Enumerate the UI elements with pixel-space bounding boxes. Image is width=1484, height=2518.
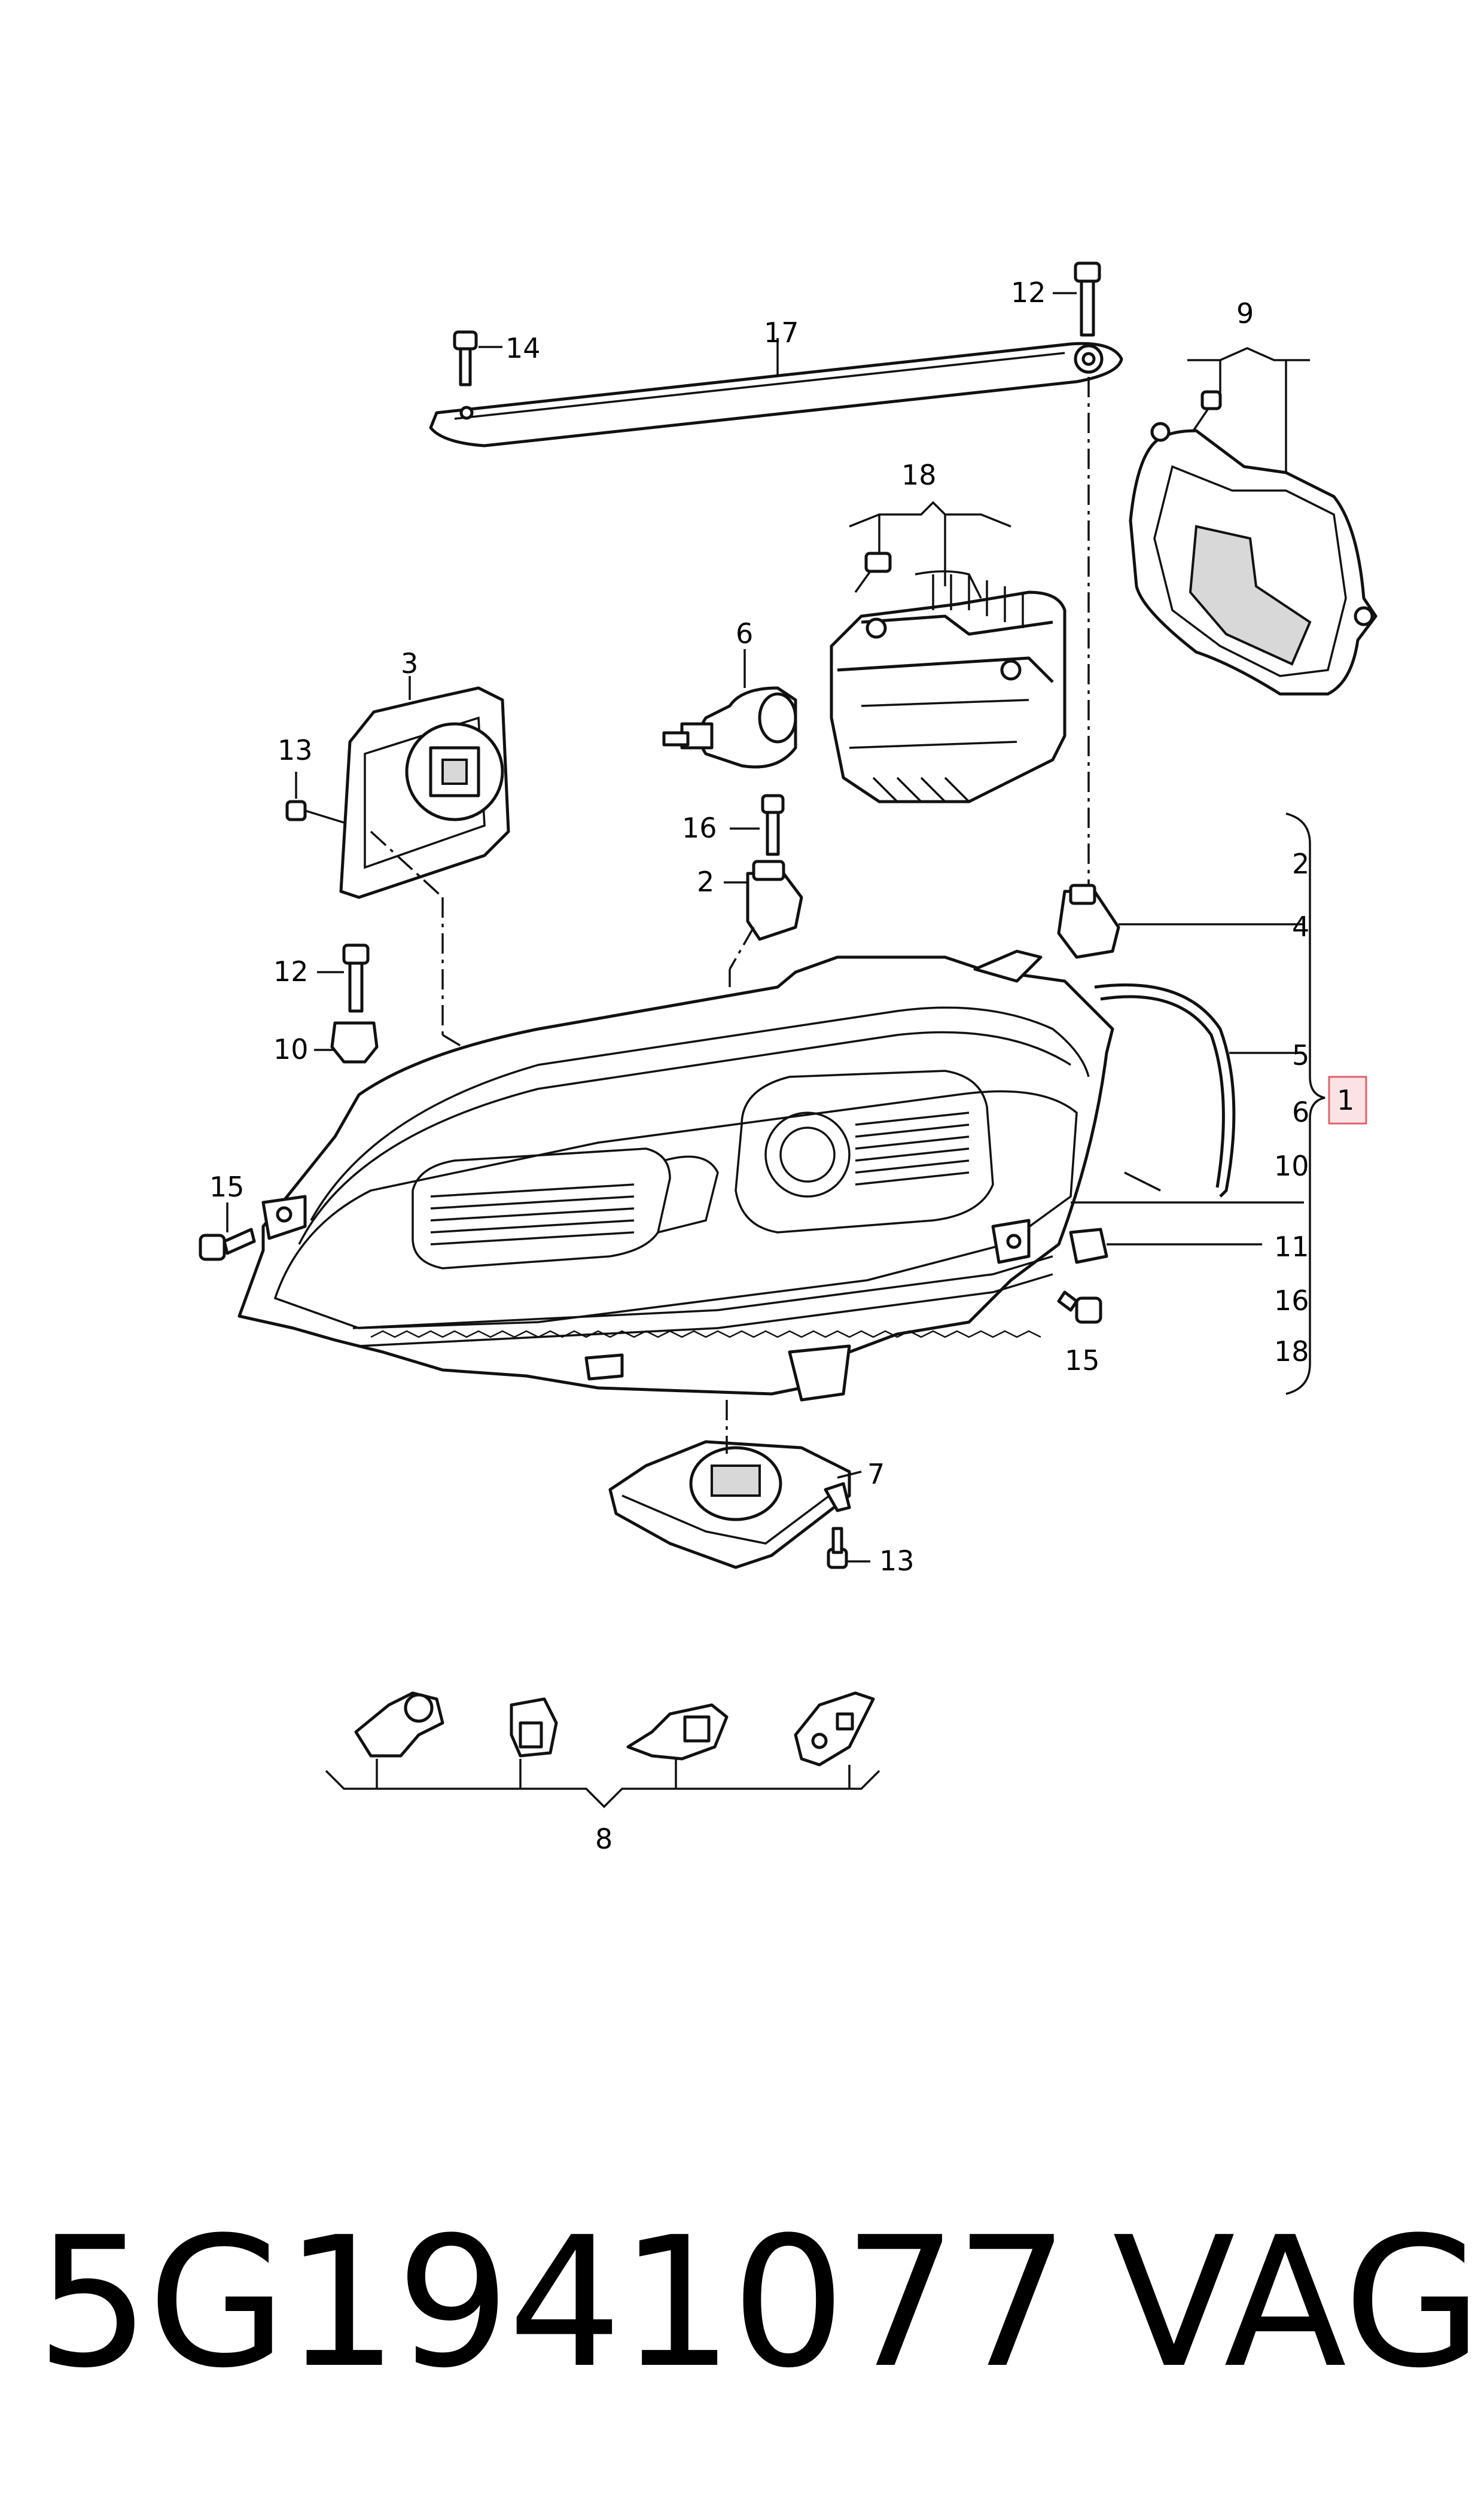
callout-16-left: 16 — [682, 812, 717, 844]
headlight-assembly-part-1 — [237, 949, 1114, 1402]
bracket-8a — [354, 1691, 444, 1758]
callout-8: 8 — [595, 1823, 613, 1855]
screw-part-15-right — [1057, 1290, 1102, 1324]
callout-2-left: 2 — [697, 866, 714, 898]
screw-part-9 — [1192, 390, 1222, 431]
callout-14: 14 — [505, 332, 541, 364]
callout-15-left: 15 — [209, 1171, 245, 1203]
callout-12-top: 12 — [1011, 276, 1046, 309]
brand-name: VAG — [1113, 2199, 1483, 2407]
callout-10-left: 10 — [273, 1033, 309, 1065]
callout-13-lower: 13 — [879, 1545, 915, 1577]
screw-part-14 — [453, 330, 478, 386]
bracket-strip-part-17 — [429, 342, 1123, 447]
callout-6-top: 6 — [736, 617, 753, 650]
callout-2-right: 2 — [1292, 848, 1309, 880]
housing-cover-part-9 — [1129, 422, 1378, 696]
part-number: 5G1941077 — [36, 2199, 1069, 2407]
screw-part-18 — [854, 552, 892, 593]
callout-1: 1 — [1337, 1084, 1354, 1116]
callout-11: 11 — [1274, 1231, 1309, 1263]
callout-10-right: 10 — [1274, 1150, 1309, 1182]
clip-part-4 — [1057, 884, 1120, 959]
seal-part-5 — [1094, 983, 1236, 1198]
callout-5: 5 — [1292, 1039, 1309, 1071]
bracket-8b — [510, 1697, 558, 1758]
callout-18-right: 18 — [1274, 1335, 1309, 1368]
callout-15-right: 15 — [1065, 1344, 1100, 1377]
screw-part-13-lower — [827, 1527, 848, 1569]
bracket-8d — [794, 1691, 875, 1767]
bolt-part-12-lower — [342, 943, 370, 1013]
screw-part-13-left — [285, 800, 345, 824]
callout-16-right: 16 — [1274, 1284, 1309, 1317]
grommet-part-10 — [330, 1021, 379, 1064]
screw-part-12-top — [1074, 261, 1101, 337]
bracket-kit-part-8 — [354, 1691, 875, 1767]
clip-part-11 — [1069, 1228, 1108, 1264]
callout-18-top: 18 — [901, 459, 937, 491]
control-unit-part-7 — [608, 1440, 851, 1569]
ballast-module-part-3 — [339, 686, 510, 899]
callout-17: 17 — [764, 316, 799, 349]
highlight-box-item-1[interactable]: 1 — [1328, 1076, 1367, 1125]
callout-4: 4 — [1292, 911, 1309, 943]
screw-part-16 — [761, 794, 785, 856]
bracket-8c — [626, 1703, 729, 1761]
callout-12-lower: 12 — [273, 955, 309, 988]
screw-part-15-left — [199, 1228, 256, 1261]
callout-9: 9 — [1236, 297, 1254, 330]
callout-3: 3 — [401, 647, 418, 680]
led-module-part-18 — [830, 570, 1066, 803]
actuator-part-6 — [662, 686, 797, 769]
callout-13-left: 13 — [278, 734, 313, 766]
callout-6-right: 6 — [1292, 1096, 1309, 1128]
drl-honeycomb-pattern — [370, 1330, 1041, 1338]
socket-part-2 — [746, 860, 803, 941]
callout-7: 7 — [867, 1458, 885, 1490]
